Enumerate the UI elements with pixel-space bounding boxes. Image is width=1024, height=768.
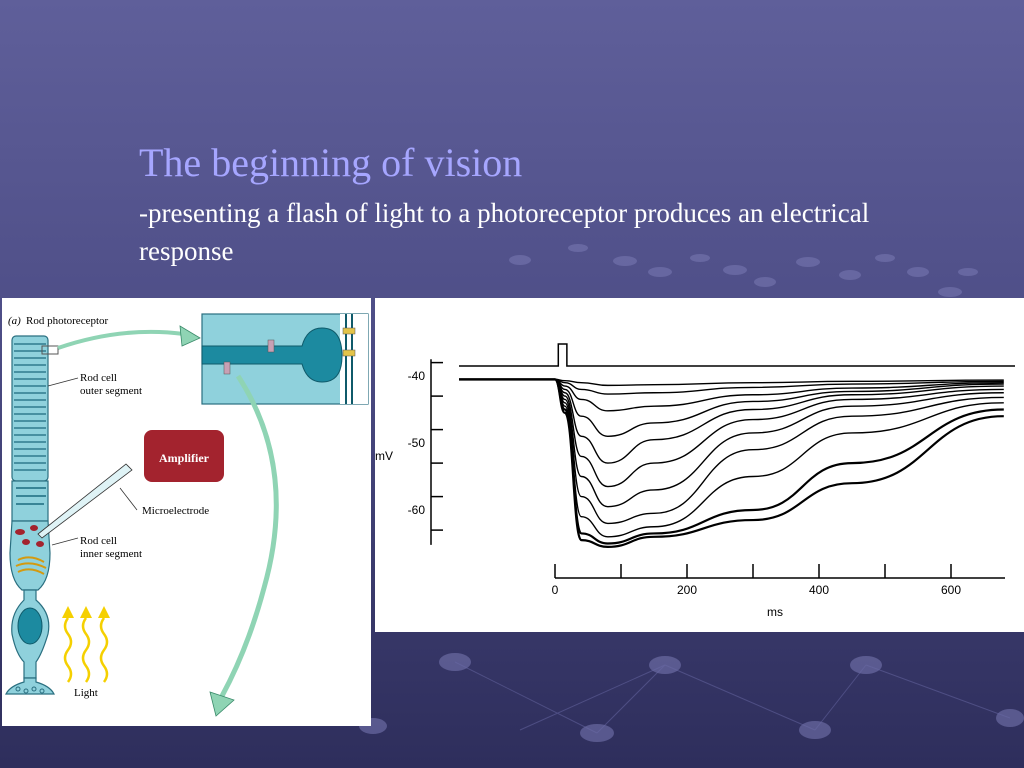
response-chart-panel: -40 -50 -60 0 200 400 600 mV ms (375, 298, 1024, 632)
response-trace (553, 378, 1004, 545)
zoom-arrow-top-head (179, 325, 201, 347)
zoom-region-marker (41, 345, 59, 355)
golgi (15, 556, 47, 575)
tick-labels: -40 -50 -60 0 200 400 600 (408, 369, 962, 597)
response-chart: -40 -50 -60 0 200 400 600 mV ms (375, 343, 1015, 619)
stimulus-trace (459, 343, 1015, 367)
y-tick-label: -60 (408, 503, 426, 517)
cilium-discs (16, 487, 46, 505)
stimulus-trace-layer (459, 343, 1015, 367)
microelectrode-label: Microelectrode (142, 505, 209, 517)
axes-layer (430, 359, 1005, 579)
y-tick-label: -50 (408, 436, 426, 450)
inner-segment-label-line1: Rod cell (80, 535, 117, 547)
y-tick-label: -40 (408, 369, 426, 383)
inner-segment-label-line2: inner segment (80, 548, 142, 560)
x-tick-label: 400 (809, 583, 829, 597)
x-tick-label: 600 (941, 583, 961, 597)
x-tick-label: 200 (677, 583, 697, 597)
response-trace (554, 378, 1004, 508)
amplifier-label: Amplifier (159, 451, 210, 465)
response-trace (554, 378, 1004, 387)
rod-diagram-svg: (a) Rod photoreceptor (5, 313, 369, 717)
outer-segment-label-line1: Rod cell (80, 372, 117, 384)
panel-label-prefix: (a) (8, 315, 21, 327)
rod-photoreceptor-diagram: (a) Rod photoreceptor (2, 298, 371, 726)
label-lines (47, 377, 138, 546)
response-trace (554, 378, 1004, 412)
amplifier-box (144, 430, 224, 482)
inset-disc-membrane (201, 327, 343, 383)
inset-channels (223, 327, 356, 375)
light-wave-icons (63, 617, 109, 683)
microelectrode (37, 463, 133, 539)
response-trace (553, 378, 1004, 548)
inset-membrane-outer (340, 314, 368, 404)
slide-title: The beginning of vision (139, 140, 523, 185)
response-trace (554, 378, 1004, 525)
response-trace (554, 378, 1004, 464)
light-arrowheads (62, 606, 110, 618)
slide-subtitle: -presenting a flash of light to a photor… (139, 198, 870, 266)
response-traces (459, 378, 1004, 548)
x-axis-label: ms (767, 605, 783, 619)
synaptic-terminal (5, 677, 55, 695)
response-trace (554, 378, 1004, 395)
response-trace (554, 378, 1004, 438)
panel-label: Rod photoreceptor (26, 315, 109, 327)
x-tick-label: 0 (552, 583, 559, 597)
response-trace (554, 378, 1004, 488)
rod-nucleus (17, 607, 43, 645)
zoom-arrow-down-head (209, 691, 235, 717)
zoom-arrow-top (57, 329, 185, 350)
y-axis-label: mV (375, 449, 393, 463)
connecting-cilium (11, 480, 49, 522)
outer-segment-discs (14, 343, 46, 471)
zoom-arrow-down (219, 374, 279, 698)
outer-segment-label-line2: outer segment (80, 385, 142, 397)
synaptic-vesicles (15, 686, 45, 694)
light-label: Light (74, 687, 98, 699)
mitochondria (15, 525, 44, 547)
